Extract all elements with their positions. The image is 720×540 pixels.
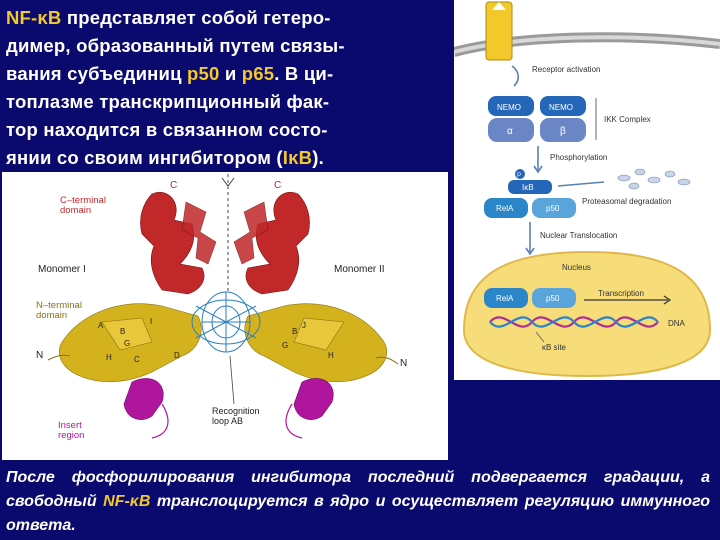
ikk-complex-label: IKK Complex <box>604 115 651 124</box>
n-terminus-tail-left <box>47 354 71 361</box>
monomer-2-label: Monomer II <box>334 264 385 275</box>
insert-region-label-2: region <box>58 430 84 441</box>
p50-protein-2 <box>532 288 576 308</box>
translocation-arrowhead-icon <box>525 247 535 256</box>
strand-label-a-left: A <box>98 321 104 330</box>
ikb-protein <box>508 180 552 194</box>
strand-label-g-right: G <box>282 341 288 350</box>
nfkb-structure-figure: C–terminal domain C C Monomer I Monomer … <box>2 172 448 460</box>
intro-line-4: топлазме транскрипционный фак- <box>6 91 330 112</box>
nemo-2-label: NEMO <box>549 103 573 112</box>
strand-label-d-left: D <box>174 351 180 360</box>
ikb-label: IκB <box>522 183 534 192</box>
c-terminal-domain-right <box>233 192 310 295</box>
strand-label-b-right: B <box>292 327 297 336</box>
insert-loop-left <box>151 403 169 439</box>
dna-double-helix <box>191 291 261 353</box>
cell-membrane <box>452 32 720 57</box>
transcription-arrowhead-icon <box>663 295 672 305</box>
pathway-svg: Receptor activation NEMO NEMO α β IKK Co… <box>452 1 720 378</box>
ikk-beta-label: β <box>560 126 566 137</box>
conclusion-paragraph: После фосфорилирования ингибитора послед… <box>6 466 710 538</box>
intro-line-6: янии со своим ингибитором (IκB). <box>6 147 324 168</box>
intro-line-1: NF-κB представляет собой гетеро- <box>6 7 331 28</box>
kb-site-label: κB site <box>542 343 567 352</box>
n-terminus-tail-right <box>375 356 399 365</box>
phosphate-label: P <box>517 173 521 179</box>
n-terminal-domain-right <box>244 303 387 383</box>
n-terminal-label-1: N–terminal <box>36 300 82 311</box>
n-terminus-left-label: N <box>36 350 43 361</box>
degradation-fragments <box>617 168 691 190</box>
degradation-arrow-icon <box>557 181 605 187</box>
recognition-pointer <box>229 355 235 405</box>
conclusion-text-part-1: После фосфорилирования ингибитора послед… <box>6 469 710 510</box>
p50-protein-1 <box>532 198 576 218</box>
rela-1-label: RelA <box>496 204 514 213</box>
strand-label-b-left: B <box>120 327 125 336</box>
nucleus-label: Nucleus <box>562 263 591 272</box>
rela-2-label: RelA <box>496 294 514 303</box>
transcription-label: Transcription <box>598 289 644 298</box>
c-terminal-label-2: domain <box>60 205 91 216</box>
intro-paragraph: NF-κB представляет собой гетеро- димер, … <box>6 4 446 172</box>
c-terminus-left-label: C <box>170 180 177 191</box>
structure-svg: C–terminal domain C C Monomer I Monomer … <box>36 174 407 441</box>
receptor-activation-label: Receptor activation <box>532 65 600 74</box>
nfkb-pathway-figure: Receptor activation NEMO NEMO α β IKK Co… <box>452 0 720 380</box>
dna-helix-icon <box>489 316 659 328</box>
recognition-loop-label-2: loop AB <box>212 416 243 426</box>
ikk-complex: NEMO NEMO α β <box>488 96 586 142</box>
insert-region-left <box>123 378 164 420</box>
strand-label-c-left: C <box>134 355 140 364</box>
rela-protein-1 <box>484 198 528 218</box>
receptor-icon <box>485 1 513 61</box>
nuclear-translocation-label: Nuclear Translocation <box>540 231 617 240</box>
receptor-arrow-icon <box>511 65 520 87</box>
strand-label-h-left: H <box>106 353 112 362</box>
n-terminal-domain-left <box>59 303 202 383</box>
conclusion-nfkb-highlight: NF-κB <box>103 493 151 510</box>
strand-label-g-left: G <box>124 339 130 348</box>
nucleus <box>462 250 712 378</box>
phosphorylation-label: Phosphorylation <box>550 153 607 162</box>
p50-2-label: p50 <box>546 294 560 303</box>
insert-region-right <box>293 378 334 420</box>
insert-region-label-1: Insert <box>58 420 82 431</box>
phosphorylation-arrowhead-icon <box>533 165 543 174</box>
nemo-1-label: NEMO <box>497 103 521 112</box>
kb-site-pointer <box>535 331 545 343</box>
ikk-alpha-label: α <box>507 126 513 137</box>
insert-loop-right <box>285 403 303 439</box>
strand-label-h-right: H <box>328 351 334 360</box>
n-terminal-label-2: domain <box>36 310 67 321</box>
strand-label-i-left: I <box>150 317 152 326</box>
recognition-loop-label-1: Recognition <box>212 406 260 416</box>
monomer-1-label: Monomer I <box>38 264 86 275</box>
strand-label-j-right: J <box>302 321 306 330</box>
rela-protein-2 <box>484 288 528 308</box>
axis-arrow-icon <box>221 177 235 187</box>
n-terminus-right-label: N <box>400 358 407 369</box>
proteasomal-degradation-label: Proteasomal degradation <box>582 197 671 206</box>
conclusion-text-part-2: транслоцируется в ядро и осуществляет ре… <box>6 493 710 534</box>
phosphate-marker-icon <box>515 169 525 179</box>
c-terminal-domain-left <box>140 192 217 295</box>
intro-line-5: тор находится в связанном состо- <box>6 119 328 140</box>
intro-line-3: вания субъединиц p50 и p65. В ци- <box>6 63 334 84</box>
c-terminal-label-1: C–terminal <box>60 195 106 206</box>
c-terminus-right-label: C <box>274 180 281 191</box>
dna-label: DNA <box>668 319 686 328</box>
p50-1-label: p50 <box>546 204 560 213</box>
intro-line-2: димер, образованный путем связы- <box>6 35 345 56</box>
